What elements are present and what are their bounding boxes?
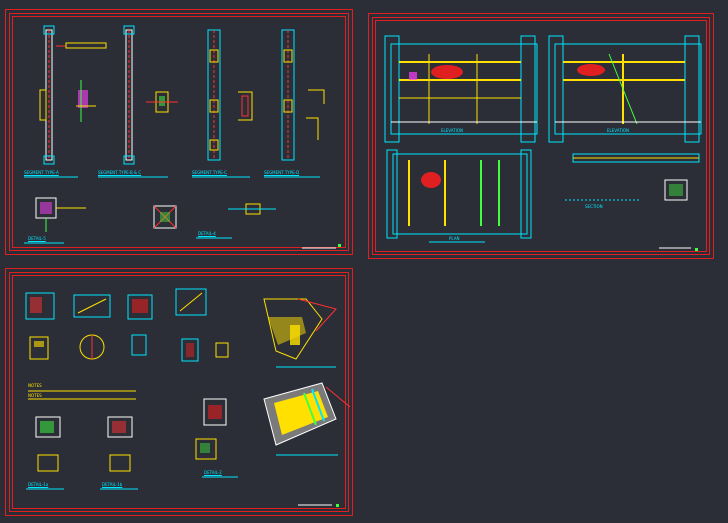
plan-bottom [386,149,532,239]
drawing-sheet-details: NOTES NOTES DETAIL-1a DETAIL-1b DETAIL-2 [5,268,353,516]
segment-a-detail [39,25,107,165]
segment-c-detail [207,29,253,161]
elevation-left [384,35,538,143]
detail-4-title: DETAIL-4 [198,231,216,236]
elevations-drawing [384,35,702,251]
elevation-left-title: ELEVATION [441,128,463,133]
sheet-border-inner [9,272,349,512]
drawing-sheet-segments: SEGMENT TYPE-A SEGMENT TYPE-B & C SEGMEN… [5,9,353,255]
plan-bottom-title: PLAN [449,236,460,241]
segment-d-title: SEGMENT TYPE-D [264,170,300,175]
segment-d-detail [281,29,325,161]
details-drawing [25,288,351,507]
detail-1b-title: DETAIL-1b [102,482,123,487]
perspective-detail-top [263,298,337,360]
segment-b-detail [123,25,178,165]
section-right-title: SECTION [585,204,603,209]
segments-drawing [24,25,341,249]
sheet-border-inner [9,13,349,251]
detail-row-top [25,288,207,320]
notes-line-2: NOTES [28,393,42,398]
sheet-border-inner-2 [12,16,346,248]
segment-b-title: SEGMENT TYPE-B & C [98,170,142,175]
detail-4-drawing [153,203,276,229]
detail-1a-drawing [35,416,61,472]
segment-c-title: SEGMENT TYPE-C [192,170,227,175]
sheet-border-inner-2 [12,275,346,509]
detail-row-second [29,334,229,362]
detail-1b-drawing [107,416,133,472]
detail-5-drawing [35,197,86,232]
drawing-sheet-elevations: ELEVATION ELEVATION PLAN SECTION [368,13,714,259]
detail-1a-title: DETAIL-1a [28,482,49,487]
segment-a-title: SEGMENT TYPE-A [24,170,59,175]
detail-2-drawing [195,398,227,460]
perspective-detail-bottom [263,382,351,446]
sheet-border-inner [372,17,710,255]
elevation-right-title: ELEVATION [607,128,629,133]
detail-5-title: DETAIL-5 [28,236,46,241]
notes-line-1: NOTES [28,383,42,388]
elevation-right [548,35,702,143]
section-right [565,153,700,201]
detail-2-title: DETAIL-2 [204,470,222,475]
sheet-border-inner-2 [375,20,707,252]
